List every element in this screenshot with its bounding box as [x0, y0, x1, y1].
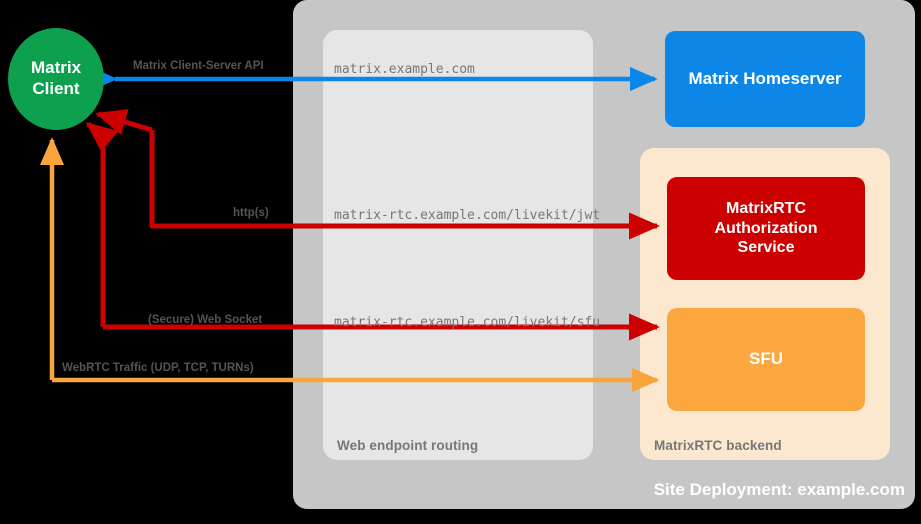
- node-matrix-client-line2: Client: [32, 79, 80, 98]
- node-matrix-client-line1: Matrix: [30, 58, 82, 78]
- flow-label-client-server-api: Matrix Client-Server API: [133, 60, 264, 72]
- endpoint-label-livekit-sfu: matrix-rtc.example.com/livekit/sfu: [334, 315, 601, 330]
- node-auth-line3: Service: [737, 239, 795, 257]
- node-matrix-homeserver-label: Matrix Homeserver: [688, 68, 842, 88]
- node-sfu-label: SFU: [749, 349, 783, 369]
- flow-label-webrtc-traffic: WebRTC Traffic (UDP, TCP, TURNs): [62, 362, 254, 374]
- node-matrix-client[interactable]: Matrix Client: [8, 28, 104, 130]
- flow-label-web-socket: (Secure) Web Socket: [148, 314, 263, 326]
- endpoint-label-livekit-jwt: matrix-rtc.example.com/livekit/jwt: [334, 208, 601, 223]
- node-matrix-homeserver[interactable]: Matrix Homeserver: [665, 31, 865, 127]
- web-endpoint-routing-caption: Web endpoint routing: [337, 438, 479, 453]
- node-matrixrtc-authorization-service[interactable]: MatrixRTC Authorization Service: [667, 177, 865, 280]
- endpoint-label-matrix: matrix.example.com: [334, 62, 475, 77]
- node-auth-line1: MatrixRTC: [725, 200, 806, 218]
- flow-label-http: http(s): [233, 207, 269, 219]
- matrixrtc-backend-caption: MatrixRTC backend: [654, 438, 782, 453]
- web-endpoint-routing-panel: [323, 30, 593, 460]
- site-deployment-caption: Site Deployment: example.com: [653, 480, 905, 499]
- node-sfu[interactable]: SFU: [667, 308, 865, 411]
- node-auth-line2: Authorization: [714, 219, 818, 237]
